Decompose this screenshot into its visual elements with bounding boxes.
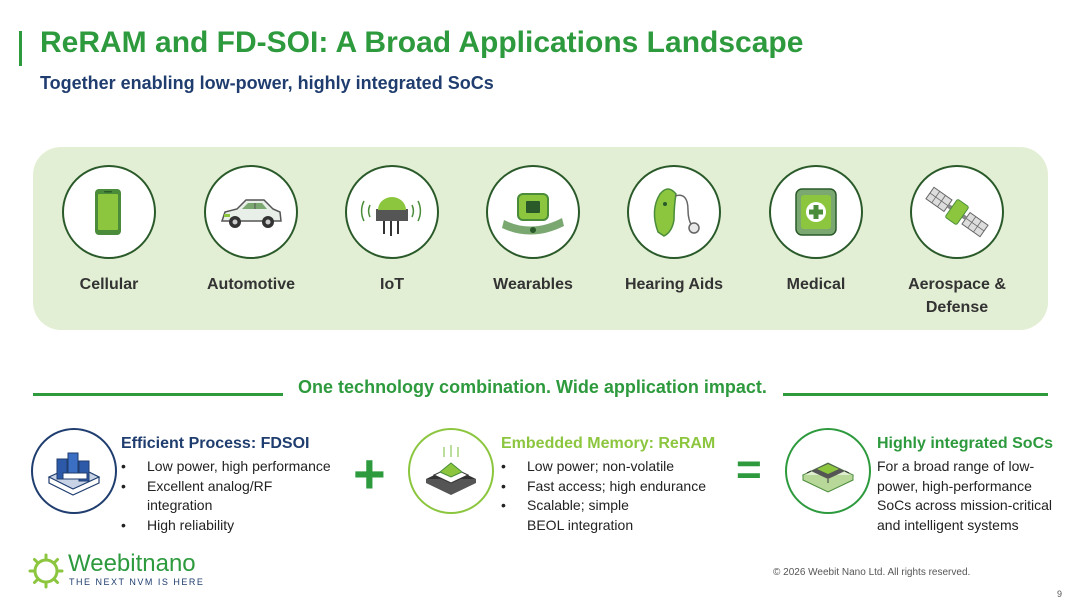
- soc-chip-icon: [785, 428, 871, 514]
- list-item: Excellent analog/RF integration: [121, 477, 277, 516]
- application-aerospace-defense: Aerospace & Defense: [887, 165, 1027, 319]
- logo-chip-icon: [28, 553, 64, 589]
- tagline-divider-left: [33, 393, 283, 396]
- iot-sensor-icon: [345, 165, 439, 259]
- title-accent-bar: [19, 31, 22, 66]
- application-medical: Medical: [746, 165, 886, 296]
- tagline: One technology combination. Wide applica…: [298, 377, 767, 397]
- list-item: Low power; non-volatile: [501, 457, 731, 477]
- page-title: ReRAM and FD-SOI: A Broad Applications L…: [40, 26, 804, 59]
- fdsoi-bullets: Low power, high performance Excellent an…: [121, 457, 353, 535]
- list-item: Fast access; high endurance: [501, 477, 731, 497]
- application-label: Wearables: [493, 276, 573, 293]
- applications-panel: Cellular Automotive: [33, 147, 1048, 330]
- list-item: High reliability: [121, 516, 353, 536]
- smartphone-icon: [62, 165, 156, 259]
- hearing-aid-icon: [627, 165, 721, 259]
- soc-title: Highly integrated SoCs: [877, 435, 1054, 452]
- list-item: Low power, high performance: [121, 457, 353, 477]
- page-number: 9: [1057, 589, 1063, 599]
- copyright-notice: © 2026 Weebit Nano Ltd. All rights reser…: [773, 567, 971, 578]
- logo-tagline: THE NEXT NVM IS HERE: [69, 577, 205, 587]
- application-label: Aerospace & Defense: [908, 276, 1006, 316]
- reram-title: Embedded Memory: ReRAM: [501, 435, 716, 452]
- application-cellular: Cellular: [39, 165, 179, 296]
- application-wearables: Wearables: [463, 165, 603, 296]
- application-hearing-aids: Hearing Aids: [604, 165, 744, 296]
- fdsoi-transistor-icon: [31, 428, 117, 514]
- application-label: IoT: [380, 276, 404, 293]
- logo-name: Weebitnano: [68, 550, 196, 577]
- application-label: Medical: [786, 276, 846, 293]
- satellite-icon: [910, 165, 1004, 259]
- weebitnano-logo: Weebitnano THE NEXT NVM IS HERE: [28, 550, 228, 590]
- fdsoi-title: Efficient Process: FDSOI: [121, 435, 310, 452]
- reram-chip-icon: [408, 428, 494, 514]
- soc-description: For a broad range of low-power, high-per…: [877, 458, 1053, 533]
- application-automotive: Automotive: [181, 165, 321, 296]
- application-label: Hearing Aids: [624, 276, 724, 293]
- page-subtitle: Together enabling low-power, highly inte…: [40, 73, 494, 93]
- application-iot: IoT: [322, 165, 462, 296]
- list-item: Scalable; simple BEOL integration: [501, 496, 667, 535]
- car-icon: [204, 165, 298, 259]
- reram-bullets: Low power; non-volatile Fast access; hig…: [501, 457, 731, 535]
- application-label: Cellular: [79, 276, 139, 293]
- smartwatch-icon: [486, 165, 580, 259]
- equals-sign: =: [736, 445, 762, 494]
- medical-device-icon: [769, 165, 863, 259]
- application-label: Automotive: [207, 276, 295, 293]
- tagline-divider-right: [783, 393, 1048, 396]
- plus-sign: +: [353, 442, 386, 505]
